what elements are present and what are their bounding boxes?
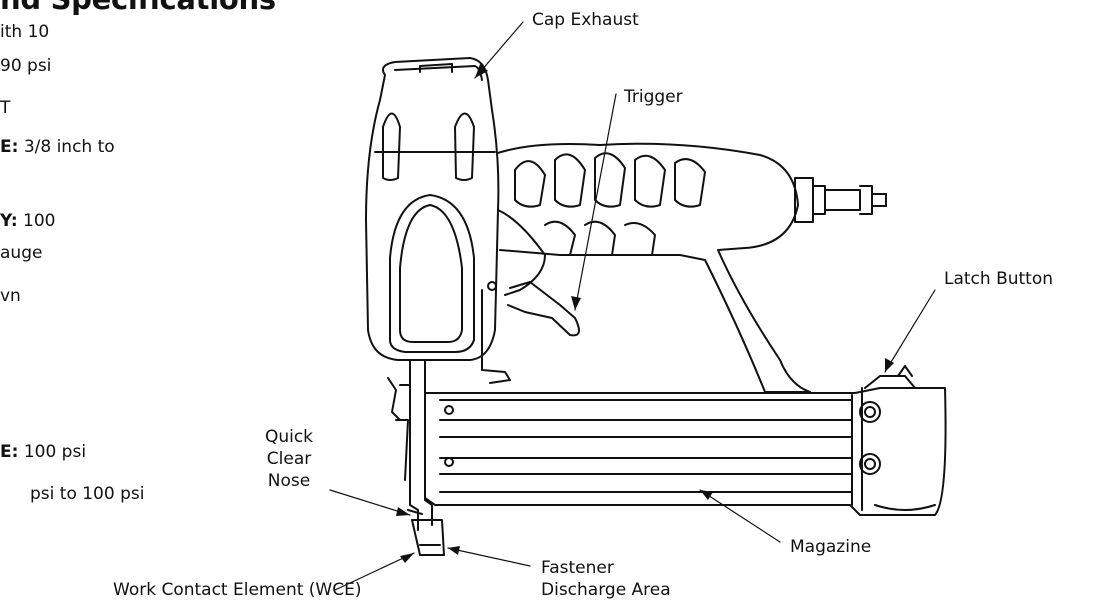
handle-grip xyxy=(479,142,811,393)
spec-line: E: 3/8 inch to xyxy=(0,137,115,157)
spec-line: auge xyxy=(0,243,43,263)
label-latch-button: Latch Button xyxy=(944,269,1054,289)
spec-line: T xyxy=(0,98,11,118)
label-work-contact-element: Work Contact Element (WCE) xyxy=(113,580,362,600)
spec-line: vn xyxy=(0,286,21,306)
fastener-discharge-leader xyxy=(447,547,531,567)
magazine-body xyxy=(424,387,947,516)
spec-line: psi to 100 psi xyxy=(30,484,145,504)
leader-lines xyxy=(329,21,936,591)
latch-button-part xyxy=(864,365,916,389)
label-quick-clear-nose: Quick Clear Nose xyxy=(264,427,314,491)
air-fitting xyxy=(794,177,887,223)
magazine-screw xyxy=(859,401,881,475)
specifications-panel: nd Specifications ith 10 90 psi T E: 3/8… xyxy=(0,0,300,609)
spec-line: E: 100 psi xyxy=(0,442,87,462)
spec-line: 90 psi xyxy=(0,56,52,76)
specifications-heading: nd Specifications xyxy=(0,0,276,16)
spec-line: Y: 100 xyxy=(0,211,56,231)
quick-clear-nose-leader xyxy=(329,489,411,516)
tool-head xyxy=(365,57,500,361)
label-magazine: Magazine xyxy=(790,537,872,557)
latch-button-leader xyxy=(884,289,936,373)
magazine-leader xyxy=(699,489,781,543)
nose-assembly xyxy=(387,359,445,556)
spec-line: ith 10 xyxy=(0,22,50,42)
trigger-leader xyxy=(574,93,617,311)
arrowheads xyxy=(396,64,894,563)
label-trigger: Trigger xyxy=(624,87,683,107)
trigger-part xyxy=(481,209,580,384)
label-fastener-discharge-area: Fastener Discharge Area xyxy=(541,558,671,600)
label-cap-exhaust: Cap Exhaust xyxy=(532,10,639,30)
wce-leader xyxy=(334,552,415,591)
